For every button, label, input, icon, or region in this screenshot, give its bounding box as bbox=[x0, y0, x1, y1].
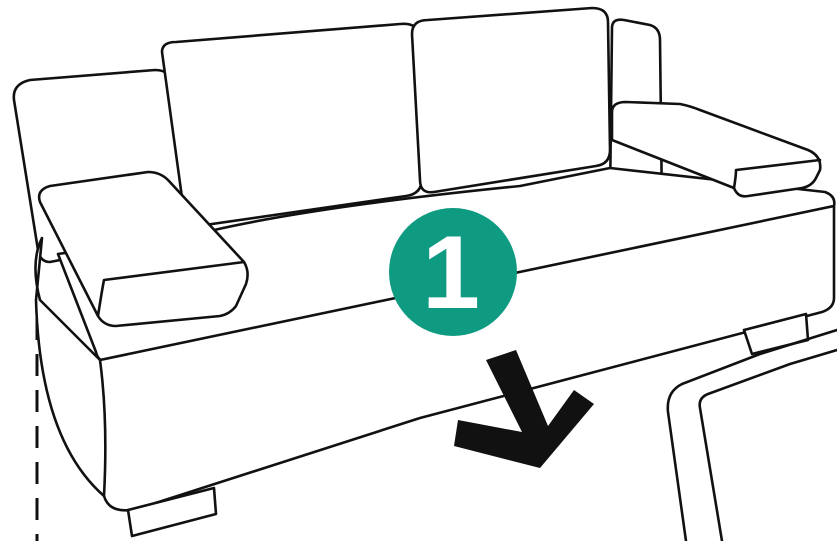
adjacent-sofa-frame-outer bbox=[668, 330, 837, 541]
back-cushion-left bbox=[162, 24, 422, 226]
step-number: 1 bbox=[422, 215, 480, 331]
back-cushion-right bbox=[412, 8, 610, 192]
step-badge: 1 bbox=[389, 208, 517, 336]
adjacent-sofa-frame-inner bbox=[700, 350, 837, 541]
